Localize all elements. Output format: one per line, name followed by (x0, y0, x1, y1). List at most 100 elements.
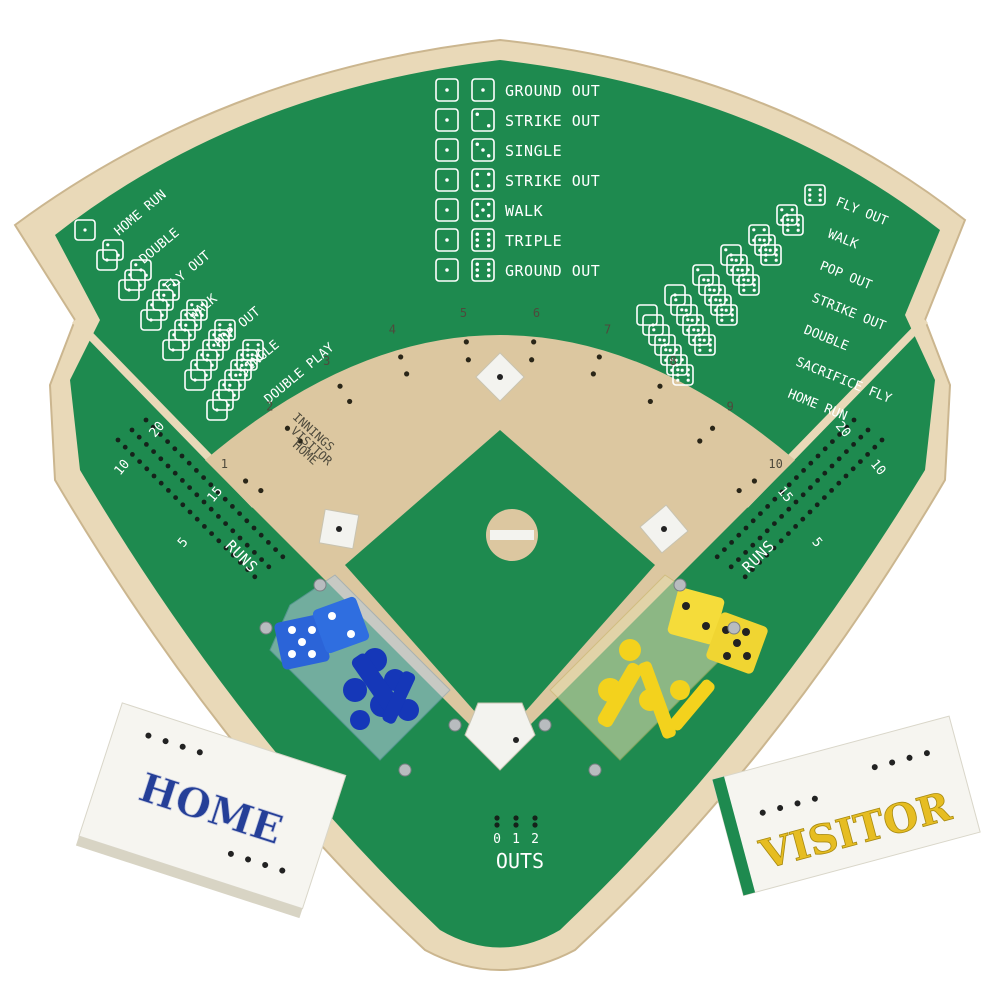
run-peg-hole[interactable] (115, 437, 121, 443)
run-peg-hole[interactable] (151, 473, 157, 479)
run-peg-hole[interactable] (202, 524, 207, 529)
out-peg-hole[interactable] (532, 822, 538, 828)
run-peg-hole[interactable] (815, 478, 820, 483)
run-peg-hole[interactable] (822, 446, 828, 452)
out-peg-hole[interactable] (494, 822, 500, 828)
inning-peg-hole[interactable] (657, 383, 663, 389)
run-peg-hole[interactable] (230, 504, 235, 509)
run-peg-hole[interactable] (728, 564, 734, 570)
run-peg-hole[interactable] (794, 475, 799, 480)
run-peg-hole[interactable] (165, 463, 171, 469)
run-peg-hole[interactable] (208, 482, 214, 488)
run-peg-hole[interactable] (186, 460, 192, 466)
inning-peg-hole[interactable] (529, 357, 535, 363)
run-peg-hole[interactable] (216, 538, 222, 544)
run-peg-hole[interactable] (194, 516, 200, 522)
run-peg-hole[interactable] (237, 511, 243, 516)
inning-peg-hole[interactable] (242, 478, 249, 484)
run-peg-hole[interactable] (750, 567, 755, 572)
run-peg-hole[interactable] (244, 542, 250, 548)
run-peg-hole[interactable] (180, 502, 186, 508)
run-peg-hole[interactable] (779, 489, 785, 495)
run-peg-hole[interactable] (258, 532, 264, 538)
run-peg-hole[interactable] (814, 502, 820, 508)
inning-peg-hole[interactable] (736, 487, 742, 494)
run-peg-hole[interactable] (223, 521, 229, 526)
run-peg-hole[interactable] (266, 564, 272, 570)
run-peg-hole[interactable] (222, 496, 228, 502)
run-peg-hole[interactable] (172, 446, 178, 452)
run-peg-hole[interactable] (158, 432, 163, 437)
run-peg-hole[interactable] (130, 452, 135, 457)
run-peg-hole[interactable] (750, 542, 756, 548)
run-peg-hole[interactable] (179, 453, 185, 459)
run-peg-hole[interactable] (865, 452, 870, 457)
inning-peg-hole[interactable] (465, 357, 471, 363)
run-peg-hole[interactable] (180, 478, 185, 483)
run-peg-hole[interactable] (771, 545, 777, 551)
run-peg-hole[interactable] (822, 495, 827, 500)
inning-peg-hole[interactable] (347, 398, 353, 405)
run-peg-hole[interactable] (144, 442, 149, 447)
inning-peg-hole[interactable] (284, 425, 291, 431)
run-peg-hole[interactable] (830, 439, 835, 444)
run-peg-hole[interactable] (230, 528, 236, 534)
run-peg-hole[interactable] (172, 470, 178, 476)
out-peg-hole[interactable] (532, 815, 538, 821)
run-peg-hole[interactable] (143, 417, 149, 423)
run-peg-hole[interactable] (829, 463, 835, 469)
inning-peg-hole[interactable] (463, 339, 469, 345)
run-peg-hole[interactable] (778, 538, 784, 544)
run-peg-hole[interactable] (194, 468, 199, 473)
run-peg-hole[interactable] (786, 482, 792, 488)
run-peg-hole[interactable] (238, 560, 243, 565)
run-peg-hole[interactable] (758, 511, 763, 516)
run-peg-hole[interactable] (216, 514, 221, 519)
inning-peg-hole[interactable] (297, 438, 303, 444)
run-peg-hole[interactable] (793, 499, 799, 505)
inning-peg-hole[interactable] (531, 339, 537, 345)
run-peg-hole[interactable] (851, 417, 857, 423)
run-peg-hole[interactable] (879, 437, 885, 443)
run-peg-hole[interactable] (151, 449, 157, 454)
run-peg-hole[interactable] (215, 489, 221, 495)
run-peg-hole[interactable] (736, 557, 741, 562)
inning-peg-hole[interactable] (647, 398, 653, 405)
run-peg-hole[interactable] (201, 499, 207, 505)
run-peg-hole[interactable] (850, 466, 856, 472)
run-peg-hole[interactable] (722, 547, 727, 552)
run-peg-hole[interactable] (757, 535, 763, 541)
run-peg-hole[interactable] (765, 504, 770, 509)
run-peg-hole[interactable] (764, 528, 770, 534)
run-peg-hole[interactable] (844, 449, 849, 454)
out-peg-hole[interactable] (513, 815, 519, 821)
run-peg-hole[interactable] (137, 459, 143, 464)
run-peg-hole[interactable] (252, 574, 258, 580)
run-peg-hole[interactable] (836, 456, 842, 462)
run-peg-hole[interactable] (173, 495, 179, 500)
run-peg-hole[interactable] (843, 473, 849, 479)
run-peg-hole[interactable] (129, 427, 135, 433)
run-peg-hole[interactable] (144, 466, 150, 472)
run-peg-hole[interactable] (158, 456, 164, 462)
run-peg-hole[interactable] (829, 488, 834, 493)
run-peg-hole[interactable] (800, 516, 806, 522)
inning-peg-hole[interactable] (258, 487, 264, 494)
run-peg-hole[interactable] (743, 550, 748, 555)
run-peg-hole[interactable] (815, 453, 821, 459)
run-peg-hole[interactable] (865, 427, 871, 433)
run-peg-hole[interactable] (165, 439, 171, 444)
run-peg-hole[interactable] (757, 560, 762, 565)
run-peg-hole[interactable] (166, 488, 171, 493)
run-peg-hole[interactable] (772, 496, 778, 502)
run-peg-hole[interactable] (786, 506, 792, 512)
run-peg-hole[interactable] (801, 468, 806, 473)
run-peg-hole[interactable] (223, 545, 229, 551)
run-peg-hole[interactable] (858, 434, 864, 440)
run-peg-hole[interactable] (786, 531, 791, 536)
inning-peg-hole[interactable] (590, 371, 596, 377)
run-peg-hole[interactable] (158, 480, 164, 486)
run-peg-hole[interactable] (201, 475, 207, 480)
run-peg-hole[interactable] (808, 460, 814, 466)
out-peg-hole[interactable] (494, 815, 500, 821)
